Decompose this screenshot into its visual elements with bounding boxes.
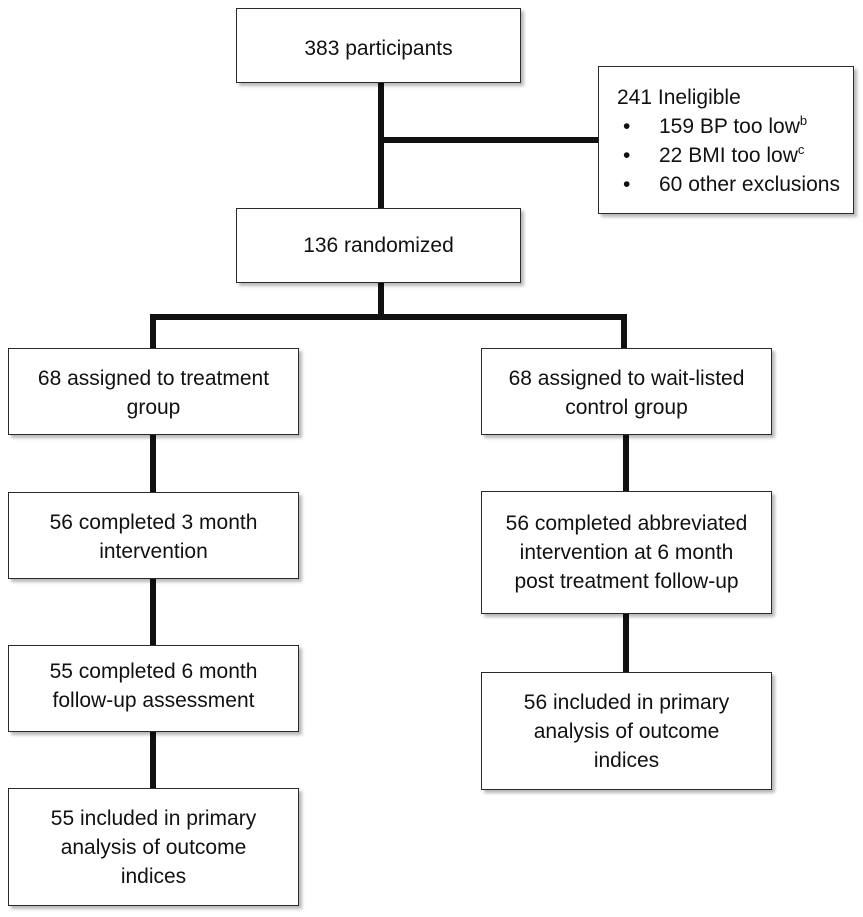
box-line: intervention at 6 month: [519, 541, 734, 564]
box-line: 68 assigned to treatment: [37, 367, 270, 390]
participants-label: 383 participants: [304, 37, 453, 60]
box-line: 56 completed 3 month: [49, 511, 258, 534]
box-line: post treatment follow-up: [514, 570, 739, 593]
control-completed-intervention-box: 56 completed abbreviated intervention at…: [481, 491, 772, 614]
bullet-icon: •: [623, 144, 631, 167]
ineligible-item: • 159 BP too lowb: [617, 112, 853, 141]
treatment-assigned-box: 68 assigned to treatment group: [8, 348, 299, 435]
randomized-label: 136 randomized: [303, 234, 454, 257]
box-line: analysis of outcome: [533, 720, 720, 743]
treatment-completed-followup-box: 55 completed 6 month follow-up assessmen…: [8, 645, 299, 732]
ineligible-item: • 22 BMI too lowc: [617, 141, 853, 170]
box-line: 55 completed 6 month: [49, 660, 258, 683]
bullet-icon: •: [623, 173, 631, 196]
box-line: 68 assigned to wait-listed: [508, 367, 745, 390]
control-assigned-box: 68 assigned to wait-listed control group: [481, 348, 772, 435]
footnote-marker: c: [797, 142, 805, 157]
treatment-completed-intervention-box: 56 completed 3 month intervention: [8, 492, 299, 579]
treatment-included-box: 55 included in primary analysis of outco…: [8, 788, 299, 906]
footnote-marker: b: [799, 113, 808, 128]
ineligible-title: 241 Ineligible: [617, 86, 741, 109]
box-line: 56 included in primary: [523, 691, 730, 714]
box-line: 55 included in primary: [50, 807, 257, 830]
box-line: control group: [565, 396, 688, 419]
ineligible-item-text: 159 BP too low: [659, 115, 800, 138]
ineligible-list: • 159 BP too lowb • 22 BMI too lowc • 60 ot…: [617, 112, 853, 199]
box-line: follow-up assessment: [52, 689, 255, 712]
ineligible-item-text: 22 BMI too low: [659, 144, 798, 167]
participants-box: 383 participants: [236, 8, 521, 83]
box-line: 56 completed abbreviated: [505, 512, 748, 535]
box-line: indices: [120, 865, 187, 888]
ineligible-item-text: 60 other exclusions: [659, 173, 840, 196]
ineligible-box: 241 Ineligible • 159 BP too lowb • 22 BMI …: [598, 66, 854, 214]
randomized-box: 136 randomized: [236, 208, 521, 283]
bullet-icon: •: [623, 115, 631, 138]
box-line: group: [126, 396, 181, 419]
box-line: analysis of outcome: [60, 836, 247, 859]
ineligible-item: • 60 other exclusions: [617, 170, 853, 199]
control-included-box: 56 included in primary analysis of outco…: [481, 672, 772, 790]
box-line: intervention: [99, 540, 208, 563]
box-line: indices: [593, 749, 660, 772]
